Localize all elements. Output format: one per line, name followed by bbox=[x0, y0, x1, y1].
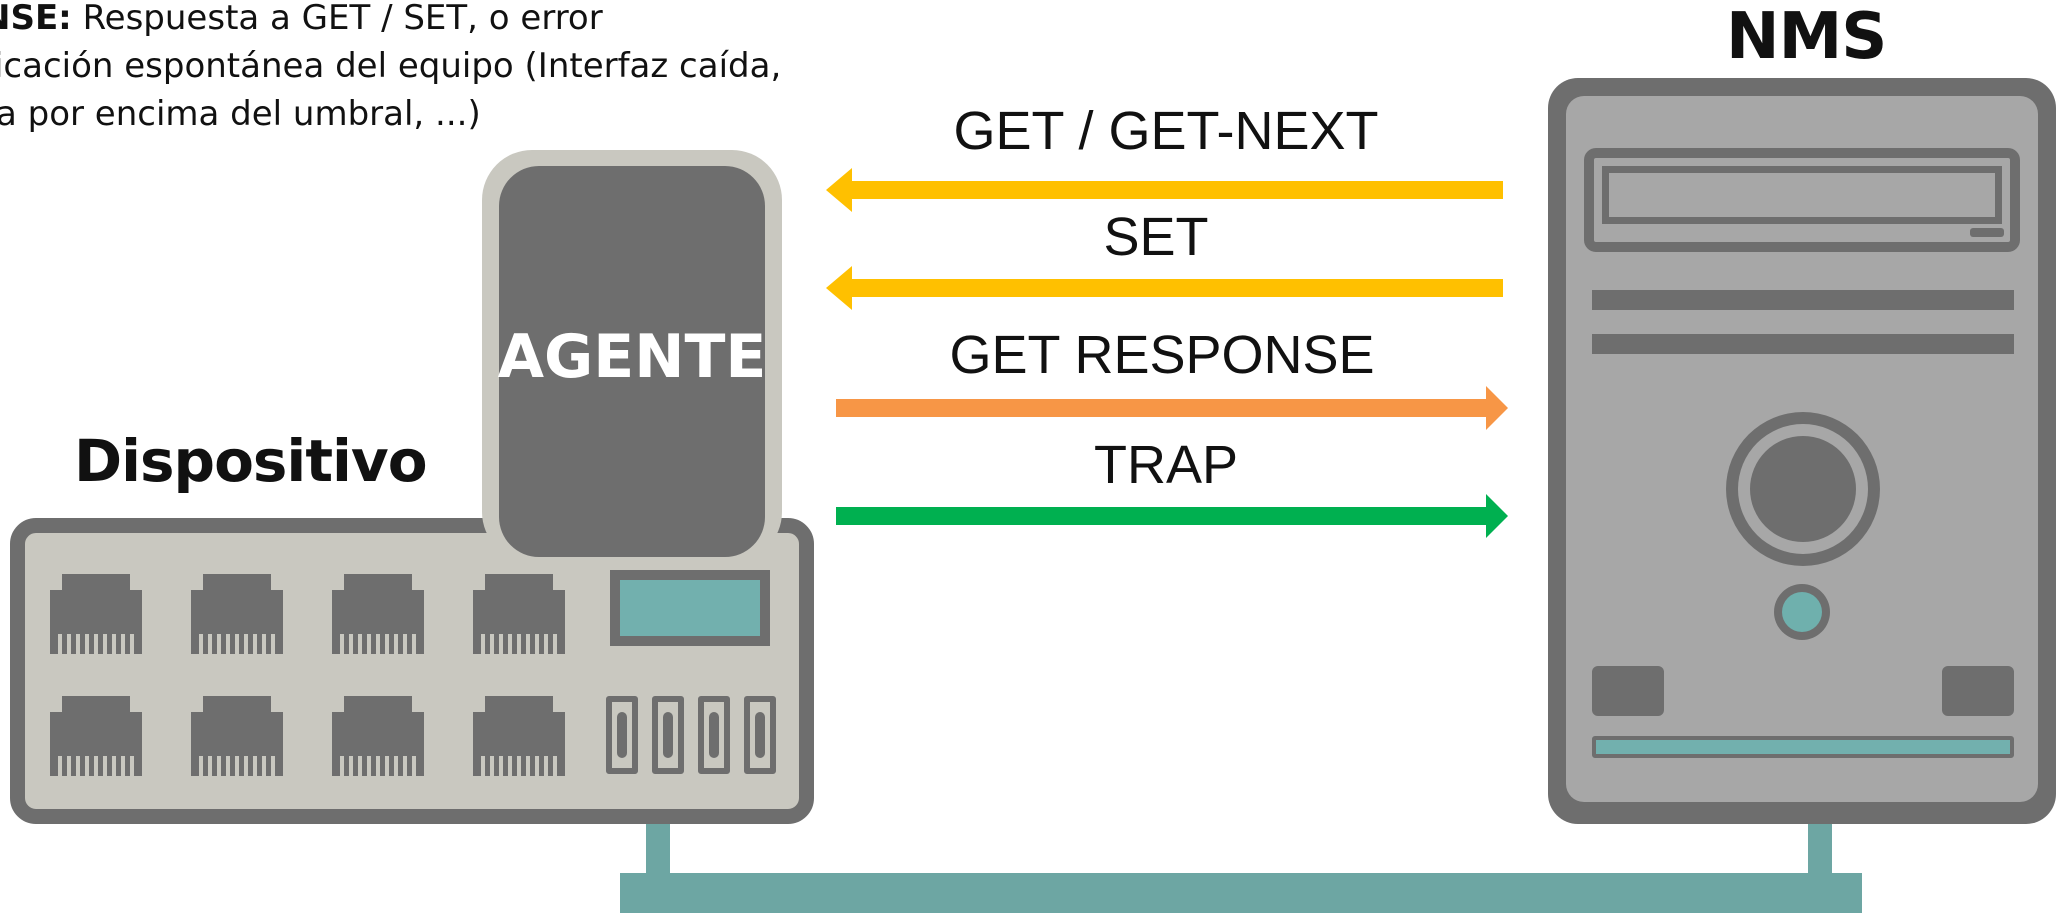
power-button-center bbox=[1750, 436, 1856, 542]
description-line-2: ficación espontánea del equipo (Interfaz… bbox=[0, 46, 782, 86]
ethernet-port-icon bbox=[50, 696, 142, 776]
arrow-label-trap: TRAP bbox=[1093, 435, 1239, 495]
arrow-label-get-response: GET RESPONSE bbox=[949, 325, 1375, 385]
ethernet-port-icon bbox=[332, 696, 424, 776]
agent-box: AGENTE bbox=[497, 166, 767, 557]
device-slot bbox=[652, 696, 684, 774]
device-screen bbox=[610, 570, 770, 646]
server-port bbox=[1942, 666, 2014, 716]
server-vent bbox=[1592, 334, 2014, 354]
device-slot bbox=[698, 696, 730, 774]
ethernet-port-icon bbox=[473, 696, 565, 776]
device-slot bbox=[744, 696, 776, 774]
arrow-label-set: SET bbox=[1103, 207, 1209, 267]
ethernet-port-icon bbox=[50, 574, 142, 654]
network-device bbox=[10, 518, 814, 824]
description-line-3: ra por encima del umbral, ...) bbox=[0, 94, 481, 134]
device-slot bbox=[606, 696, 638, 774]
description-keyword: NSE: bbox=[0, 0, 72, 38]
server-port bbox=[1592, 666, 1664, 716]
ethernet-port-icon bbox=[191, 696, 283, 776]
arrow-right-get-response bbox=[836, 386, 1508, 430]
optical-drive-led bbox=[1970, 228, 2004, 237]
optical-drive bbox=[1584, 148, 2020, 252]
ethernet-port-icon bbox=[473, 574, 565, 654]
ethernet-port-icon bbox=[191, 574, 283, 654]
arrow-right-trap bbox=[836, 494, 1508, 538]
server-vent bbox=[1592, 290, 2014, 310]
network-link-left-post bbox=[646, 822, 670, 882]
nms-title: NMS bbox=[1726, 0, 1887, 74]
arrow-left-get bbox=[826, 168, 1503, 212]
server-status-bar bbox=[1592, 736, 2014, 758]
agent-label: AGENTE bbox=[497, 321, 767, 392]
description-text: NSE: Respuesta a GET / SET, o error fica… bbox=[0, 0, 942, 138]
status-led-light bbox=[1782, 592, 1822, 632]
network-link-bus bbox=[620, 873, 1862, 913]
optical-drive-tray bbox=[1602, 166, 2002, 224]
description-line-1: NSE: Respuesta a GET / SET, o error bbox=[0, 0, 942, 42]
arrow-label-get: GET / GET-NEXT bbox=[953, 101, 1379, 161]
ethernet-port-icon bbox=[332, 574, 424, 654]
arrow-left-set bbox=[826, 266, 1503, 310]
description-line-1-text: Respuesta a GET / SET, o error bbox=[71, 0, 603, 38]
network-link-right-post bbox=[1808, 822, 1832, 882]
device-title: Dispositivo bbox=[74, 427, 428, 495]
